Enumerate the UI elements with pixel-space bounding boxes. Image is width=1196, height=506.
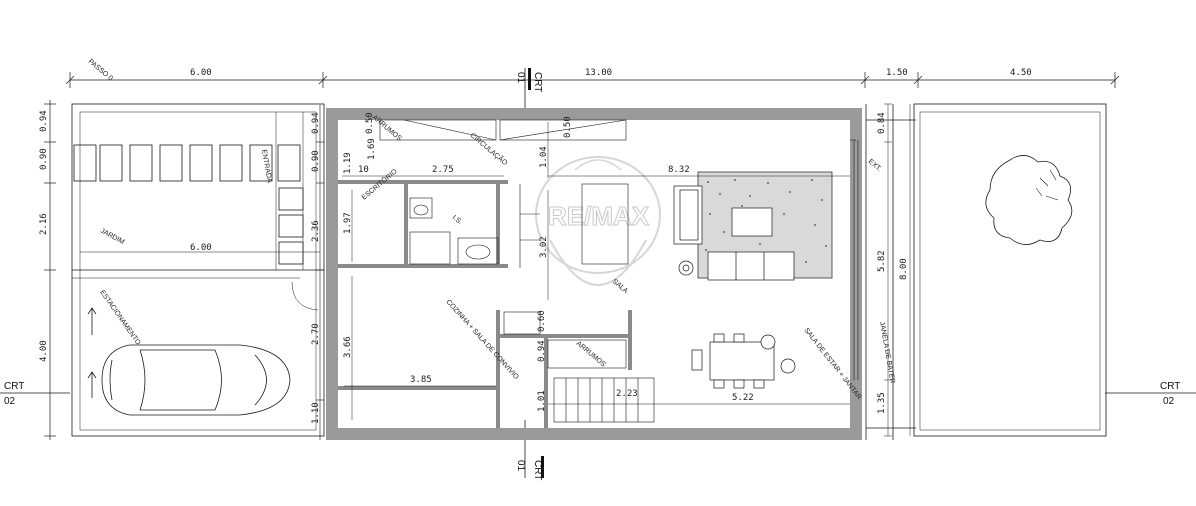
label-circulacao: CIRCULAÇÃO <box>469 131 510 168</box>
dim-0-90: 0.90 <box>311 150 321 172</box>
label-arrumos2: ARRUMOS <box>575 340 607 369</box>
label-ext: EXT. <box>867 158 883 173</box>
dim-1-69: 1.69 <box>367 138 377 160</box>
dim-1-19: 1.19 <box>343 152 353 174</box>
svg-text:01: 01 <box>515 460 526 472</box>
svg-text:CRT: CRT <box>532 72 543 92</box>
dim-1-04: 1.04 <box>539 146 549 168</box>
lounge-furniture <box>673 171 833 281</box>
top-dim-1: 6.00 <box>190 68 212 78</box>
dim-2-75: 2.75 <box>432 165 454 175</box>
dim-3-85: 3.85 <box>410 375 432 385</box>
label-entrada: ENTRADA <box>260 149 273 183</box>
label-sala: SALA <box>611 278 629 295</box>
dim-0-60: 0.60 <box>537 310 547 332</box>
right-zone <box>865 103 1107 440</box>
dim-5-22: 5.22 <box>732 393 754 403</box>
left-dim-4: 4.00 <box>39 340 49 362</box>
watermark-text: RE/MAX <box>548 201 650 231</box>
left-dim-2: 0.90 <box>39 148 49 170</box>
dim-2-36: 2.36 <box>311 220 321 242</box>
parking-area <box>71 103 334 437</box>
left-dim-1: 0.94 <box>39 110 49 132</box>
dim-0-50b: 0.50 <box>563 116 573 138</box>
dim-2-23: 2.23 <box>616 389 638 399</box>
dim-8-00: 8.00 <box>899 258 909 280</box>
dim-0-84: 0.84 <box>877 112 887 134</box>
dining-set <box>691 333 796 389</box>
dim-10: 10 <box>358 165 369 175</box>
dim-1-10: 1.10 <box>311 402 321 424</box>
dim-0-50a: 0.50 <box>365 112 375 134</box>
svg-text:CRT: CRT <box>1160 381 1180 392</box>
svg-text:01: 01 <box>515 72 526 84</box>
top-dim-3: 1.50 <box>886 68 908 78</box>
svg-text:CRT: CRT <box>532 460 543 480</box>
left-dimension-line <box>44 100 56 440</box>
top-dim-4: 4.50 <box>1010 68 1032 78</box>
label-jardim: JARDIM <box>99 228 125 246</box>
dim-6-00-inner: 6.00 <box>190 243 212 253</box>
dim-2-70: 2.70 <box>311 323 321 345</box>
label-wc: I.S. <box>451 214 464 226</box>
dim-0-94b: 0.94 <box>537 340 547 362</box>
interior-fixtures <box>379 119 859 423</box>
left-dim-3: 2.16 <box>39 213 49 235</box>
label-passo: PASSO 0 <box>87 58 114 82</box>
label-estacionamento: ESTACIONAMENTO <box>98 289 141 347</box>
dim-0-94: 0.94 <box>311 112 321 134</box>
section-mark-top: CRT 01 <box>515 68 543 110</box>
parking-dim-ticks <box>316 105 324 440</box>
top-dimension-line <box>65 72 1120 88</box>
svg-text:02: 02 <box>4 396 16 407</box>
remax-watermark: RE/MAX <box>535 156 661 286</box>
dim-3-66: 3.66 <box>343 336 353 358</box>
dim-1-01: 1.01 <box>537 390 547 412</box>
section-mark-left: CRT 02 <box>0 381 70 407</box>
internal-dimension-lines <box>342 122 850 420</box>
dim-5-82: 5.82 <box>877 250 887 272</box>
dim-3-02: 3.02 <box>539 236 549 258</box>
label-convivio: COZINHA + SALA DE CONVIVIO <box>445 299 520 382</box>
dim-1-35: 1.35 <box>877 392 887 414</box>
top-dim-2: 13.00 <box>585 68 612 78</box>
svg-text:CRT: CRT <box>4 381 24 392</box>
dim-8-32: 8.32 <box>668 165 690 175</box>
house-walls <box>326 108 862 440</box>
section-mark-right: CRT 02 <box>1105 381 1196 407</box>
svg-text:02: 02 <box>1163 396 1175 407</box>
dim-1-97: 1.97 <box>343 212 353 234</box>
